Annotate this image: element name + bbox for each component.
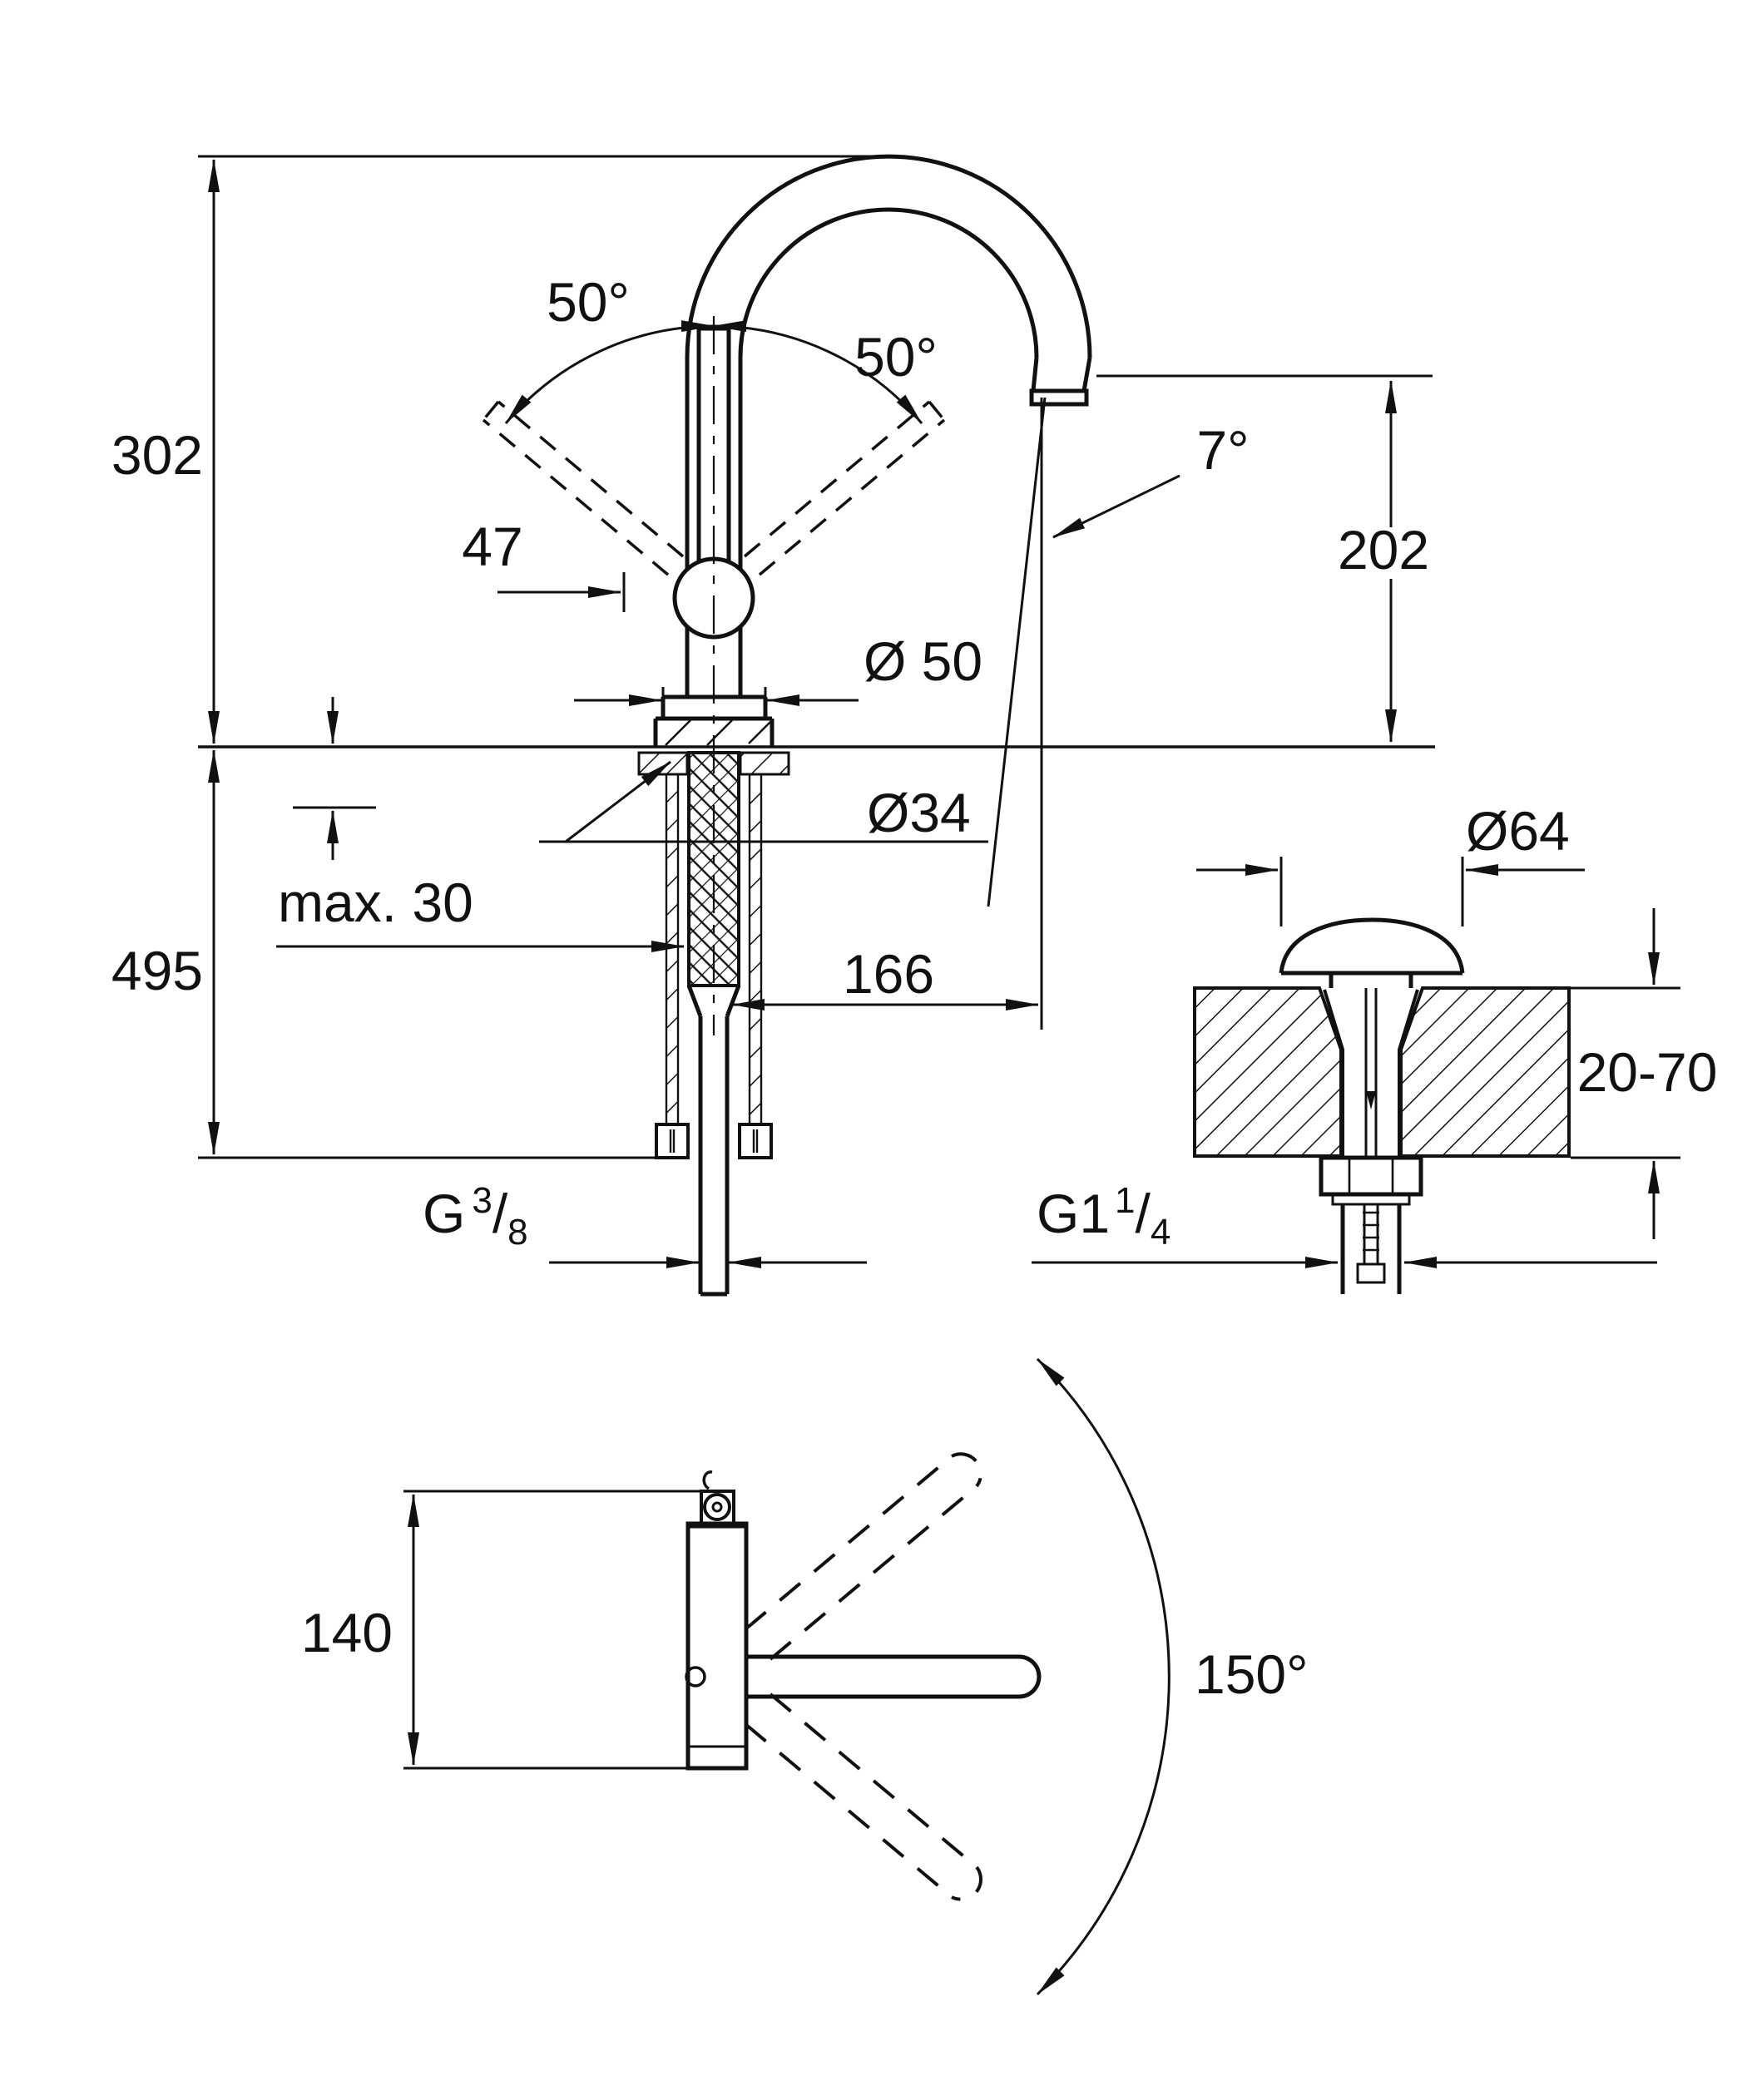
dim-spout-height: 202 [1338, 519, 1429, 581]
extension-lines [198, 155, 1435, 1159]
dim-lever-angle-left: 50° [547, 271, 630, 333]
dim-base-diameter: Ø 50 [864, 630, 982, 692]
lever-tip-curl [702, 1470, 713, 1490]
pop-up-rod-tip [1366, 1091, 1376, 1109]
dim-spout-angle: 7° [1196, 419, 1249, 481]
top-view-extension-lines [403, 1490, 705, 1770]
dim-lever-offset: 47 [462, 516, 522, 577]
waste-dome [1279, 917, 1465, 974]
dimension-lines [208, 159, 1397, 1268]
supply-tube [698, 1016, 730, 1297]
lever-top [700, 1490, 735, 1525]
dim-max-deck-thickness: max. 30 [278, 872, 473, 933]
spout-arm [746, 1654, 1042, 1699]
screw-head-right [738, 1123, 773, 1159]
top-view-body [685, 1470, 1042, 1771]
dim-height-above-deck: 302 [111, 424, 203, 486]
base-shading [665, 719, 771, 746]
waste-dimension-lines [1032, 864, 1660, 1268]
spout-swivel-positions [744, 1452, 982, 1901]
front-view: 302 495 50° 50° 47 Ø 50 Ø34 max. 30 166 … [111, 154, 1446, 1297]
waste-body [1319, 988, 1423, 1294]
top-view: 140 150° [301, 1357, 1309, 1996]
dim-body-depth: 140 [301, 1602, 393, 1663]
dim-lever-angle-right: 50° [854, 326, 938, 388]
counter-section-left [1193, 986, 1343, 1158]
spout-inner-arc [738, 207, 1039, 358]
dim-spout-reach: 166 [843, 943, 934, 1005]
mounting-washer-left [637, 751, 689, 776]
dim-total-height: 495 [111, 940, 203, 1001]
lever-tilt-positions [482, 400, 946, 576]
mounting-washer-right [739, 751, 790, 776]
lever-pivot-circle [672, 556, 755, 640]
mounting-stud-right [748, 773, 763, 1126]
mounting-stud-left [665, 773, 680, 1126]
swivel-arc [1036, 1357, 1170, 1996]
top-view-dimension-lines [408, 1357, 1170, 1996]
label-backing-202 [1329, 527, 1446, 579]
threaded-shank [687, 751, 740, 987]
screw-head-left [655, 1123, 690, 1159]
waste-tailpipe [1340, 1204, 1402, 1294]
aerator [1029, 388, 1089, 407]
waste-extension-lines [1279, 857, 1680, 1159]
dim-flange-diameter: Ø64 [1466, 800, 1570, 862]
counter-section-right [1399, 986, 1571, 1158]
locknut [1319, 1155, 1423, 1197]
dim-hole-diameter: Ø34 [867, 782, 971, 843]
dim-swivel-range: 150° [1195, 1643, 1309, 1705]
waste-outline [1279, 917, 1465, 988]
dim-deck-thickness-range: 20-70 [1577, 1041, 1718, 1103]
